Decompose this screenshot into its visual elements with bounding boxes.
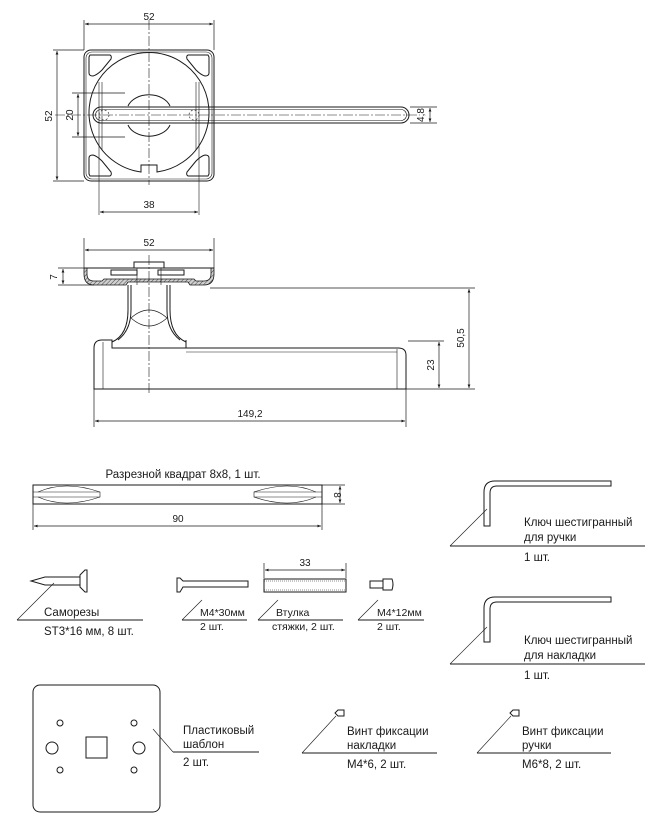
hex-key-rose-part: Ключ шестигранный для накладки 1 шт. xyxy=(449,596,645,682)
m4x30-name: М4*30мм xyxy=(200,607,245,619)
hex-key-rose-line1: Ключ шестигранный xyxy=(524,635,632,647)
spindle-part: Разрезной квадрат 8х8, 1 шт. 8 90 xyxy=(32,469,345,530)
template-plate-icon xyxy=(32,684,161,813)
lever-height-dim: 23 xyxy=(426,359,437,371)
bushing-spec: стяжки, 2 шт. xyxy=(272,621,335,633)
hex-key-rose-line2: для накладки xyxy=(524,650,596,662)
handle-set-screw-spec: М6*8, 2 шт. xyxy=(522,759,581,771)
corner-slot-tl xyxy=(88,54,112,77)
bolt-m4x30-icon xyxy=(176,577,249,593)
hex-key-handle-line1: Ключ шестигранный xyxy=(524,517,632,529)
rose-set-screw-spec: М4*6, 2 шт. xyxy=(347,759,406,771)
hex-key-handle-part: Ключ шестигранный для ручки 1 шт. xyxy=(449,480,645,564)
screws-spec: ST3*16 мм, 8 шт. xyxy=(44,626,134,638)
template-line1: Пластиковый xyxy=(183,725,254,737)
bolt-m4x12-icon xyxy=(369,580,384,589)
lever-length-dim: 149,2 xyxy=(237,409,262,420)
side-width-dim: 52 xyxy=(143,238,155,249)
corner-slot-br xyxy=(186,154,210,177)
handle-set-screw-line1: Винт фиксации xyxy=(522,726,604,738)
spindle-length-dim: 90 xyxy=(172,514,184,525)
spindle-label: Разрезной квадрат 8х8, 1 шт. xyxy=(105,469,260,481)
lever-side xyxy=(93,339,407,390)
handle-set-screw-part: Винт фиксации ручки М6*8, 2 шт. xyxy=(476,709,611,771)
rose-set-screw-line1: Винт фиксации xyxy=(347,726,429,738)
hole-span-dim: 20 xyxy=(65,109,76,121)
base-inner-dim: 38 xyxy=(143,200,155,211)
rose-height-dim: 7 xyxy=(49,274,60,280)
lever-thickness-dim: 4,8 xyxy=(416,108,427,122)
hex-key-handle-line2: для ручки xyxy=(524,532,576,544)
lever-top-view xyxy=(92,106,410,124)
hex-key-rose-icon xyxy=(483,596,612,643)
spindle-size-dim: 8 xyxy=(331,492,342,498)
top-height-dim: 52 xyxy=(44,110,55,122)
corner-slot-bl xyxy=(88,154,112,177)
m4x12-name: М4*12мм xyxy=(377,607,422,619)
template-qty: 2 шт. xyxy=(183,757,209,769)
set-screw-rose-icon xyxy=(334,709,345,717)
screw-icon xyxy=(29,576,81,586)
hex-key-handle-qty: 1 шт. xyxy=(524,552,550,564)
side-view: 52 7 50,5 23 149,2 xyxy=(49,238,475,427)
top-view: 52 52 20 38 4,8 xyxy=(44,12,437,215)
bushing-icon xyxy=(263,578,347,593)
bushing-name: Втулка xyxy=(276,607,310,619)
template-line2: шаблон xyxy=(183,739,224,751)
top-width-dim: 52 xyxy=(143,12,155,23)
screws-name: Саморезы xyxy=(44,607,99,619)
set-screw-handle-icon xyxy=(509,709,520,717)
hex-key-rose-qty: 1 шт. xyxy=(524,670,550,682)
rose-disc xyxy=(88,52,210,173)
hub-top xyxy=(127,94,171,107)
total-height-dim: 50,5 xyxy=(456,328,467,348)
rose-set-screw-part: Винт фиксации накладки М4*6, 2 шт. xyxy=(301,709,437,771)
hub-bottom xyxy=(127,124,171,137)
screw-m4x30-part: М4*30мм 2 шт. xyxy=(176,577,249,633)
self-tapping-screws-part: Саморезы ST3*16 мм, 8 шт. xyxy=(16,569,143,638)
template-part: Пластиковый шаблон 2 шт. xyxy=(32,684,259,813)
rose-set-screw-line2: накладки xyxy=(347,740,396,752)
handle-set-screw-line2: ручки xyxy=(522,740,551,752)
bushing-part: 33 Втулка стяжки, 2 шт. xyxy=(257,558,347,633)
hex-key-handle-icon xyxy=(483,480,612,527)
bushing-length-dim: 33 xyxy=(299,558,311,569)
screw-m4x12-part: М4*12мм 2 шт. xyxy=(357,578,424,633)
m4x30-qty: 2 шт. xyxy=(200,621,224,633)
m4x12-qty: 2 шт. xyxy=(377,621,401,633)
corner-slot-tr xyxy=(186,54,210,77)
